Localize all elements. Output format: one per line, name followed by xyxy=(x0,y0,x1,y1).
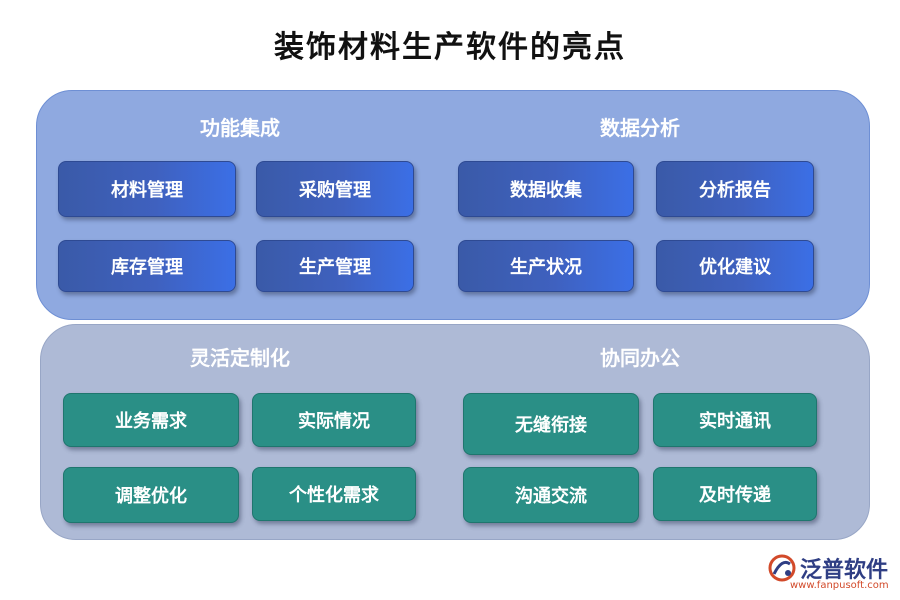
item-optimization-suggestion: 优化建议 xyxy=(656,240,814,292)
item-communication-exchange: 沟通交流 xyxy=(463,467,639,523)
fanpu-logo-icon xyxy=(768,554,796,582)
logo-url: www.fanpusoft.com xyxy=(790,580,889,591)
item-production-management: 生产管理 xyxy=(256,240,414,292)
item-purchase-management: 采购管理 xyxy=(256,161,414,217)
item-adjust-optimize: 调整优化 xyxy=(63,467,239,523)
page-title: 装饰材料生产软件的亮点 xyxy=(274,30,626,65)
item-realtime-communication: 实时通讯 xyxy=(653,393,817,447)
item-seamless-connection: 无缝衔接 xyxy=(463,393,639,455)
group-title-data-analysis: 数据分析 xyxy=(600,116,680,140)
logo-name: 泛普软件 xyxy=(800,558,889,583)
item-personalized-needs: 个性化需求 xyxy=(252,467,416,521)
item-analysis-report: 分析报告 xyxy=(656,161,814,217)
group-title-flexible-customization: 灵活定制化 xyxy=(190,346,290,370)
group-title-function-integration: 功能集成 xyxy=(200,116,280,140)
item-data-collection: 数据收集 xyxy=(458,161,634,217)
item-actual-situation: 实际情况 xyxy=(252,393,416,447)
item-inventory-management: 库存管理 xyxy=(58,240,236,292)
item-timely-delivery: 及时传递 xyxy=(653,467,817,521)
item-production-status: 生产状况 xyxy=(458,240,634,292)
item-material-management: 材料管理 xyxy=(58,161,236,217)
group-title-collaborative-office: 协同办公 xyxy=(600,346,680,370)
brand-logo: 泛普软件 xyxy=(768,552,888,584)
item-business-needs: 业务需求 xyxy=(63,393,239,447)
